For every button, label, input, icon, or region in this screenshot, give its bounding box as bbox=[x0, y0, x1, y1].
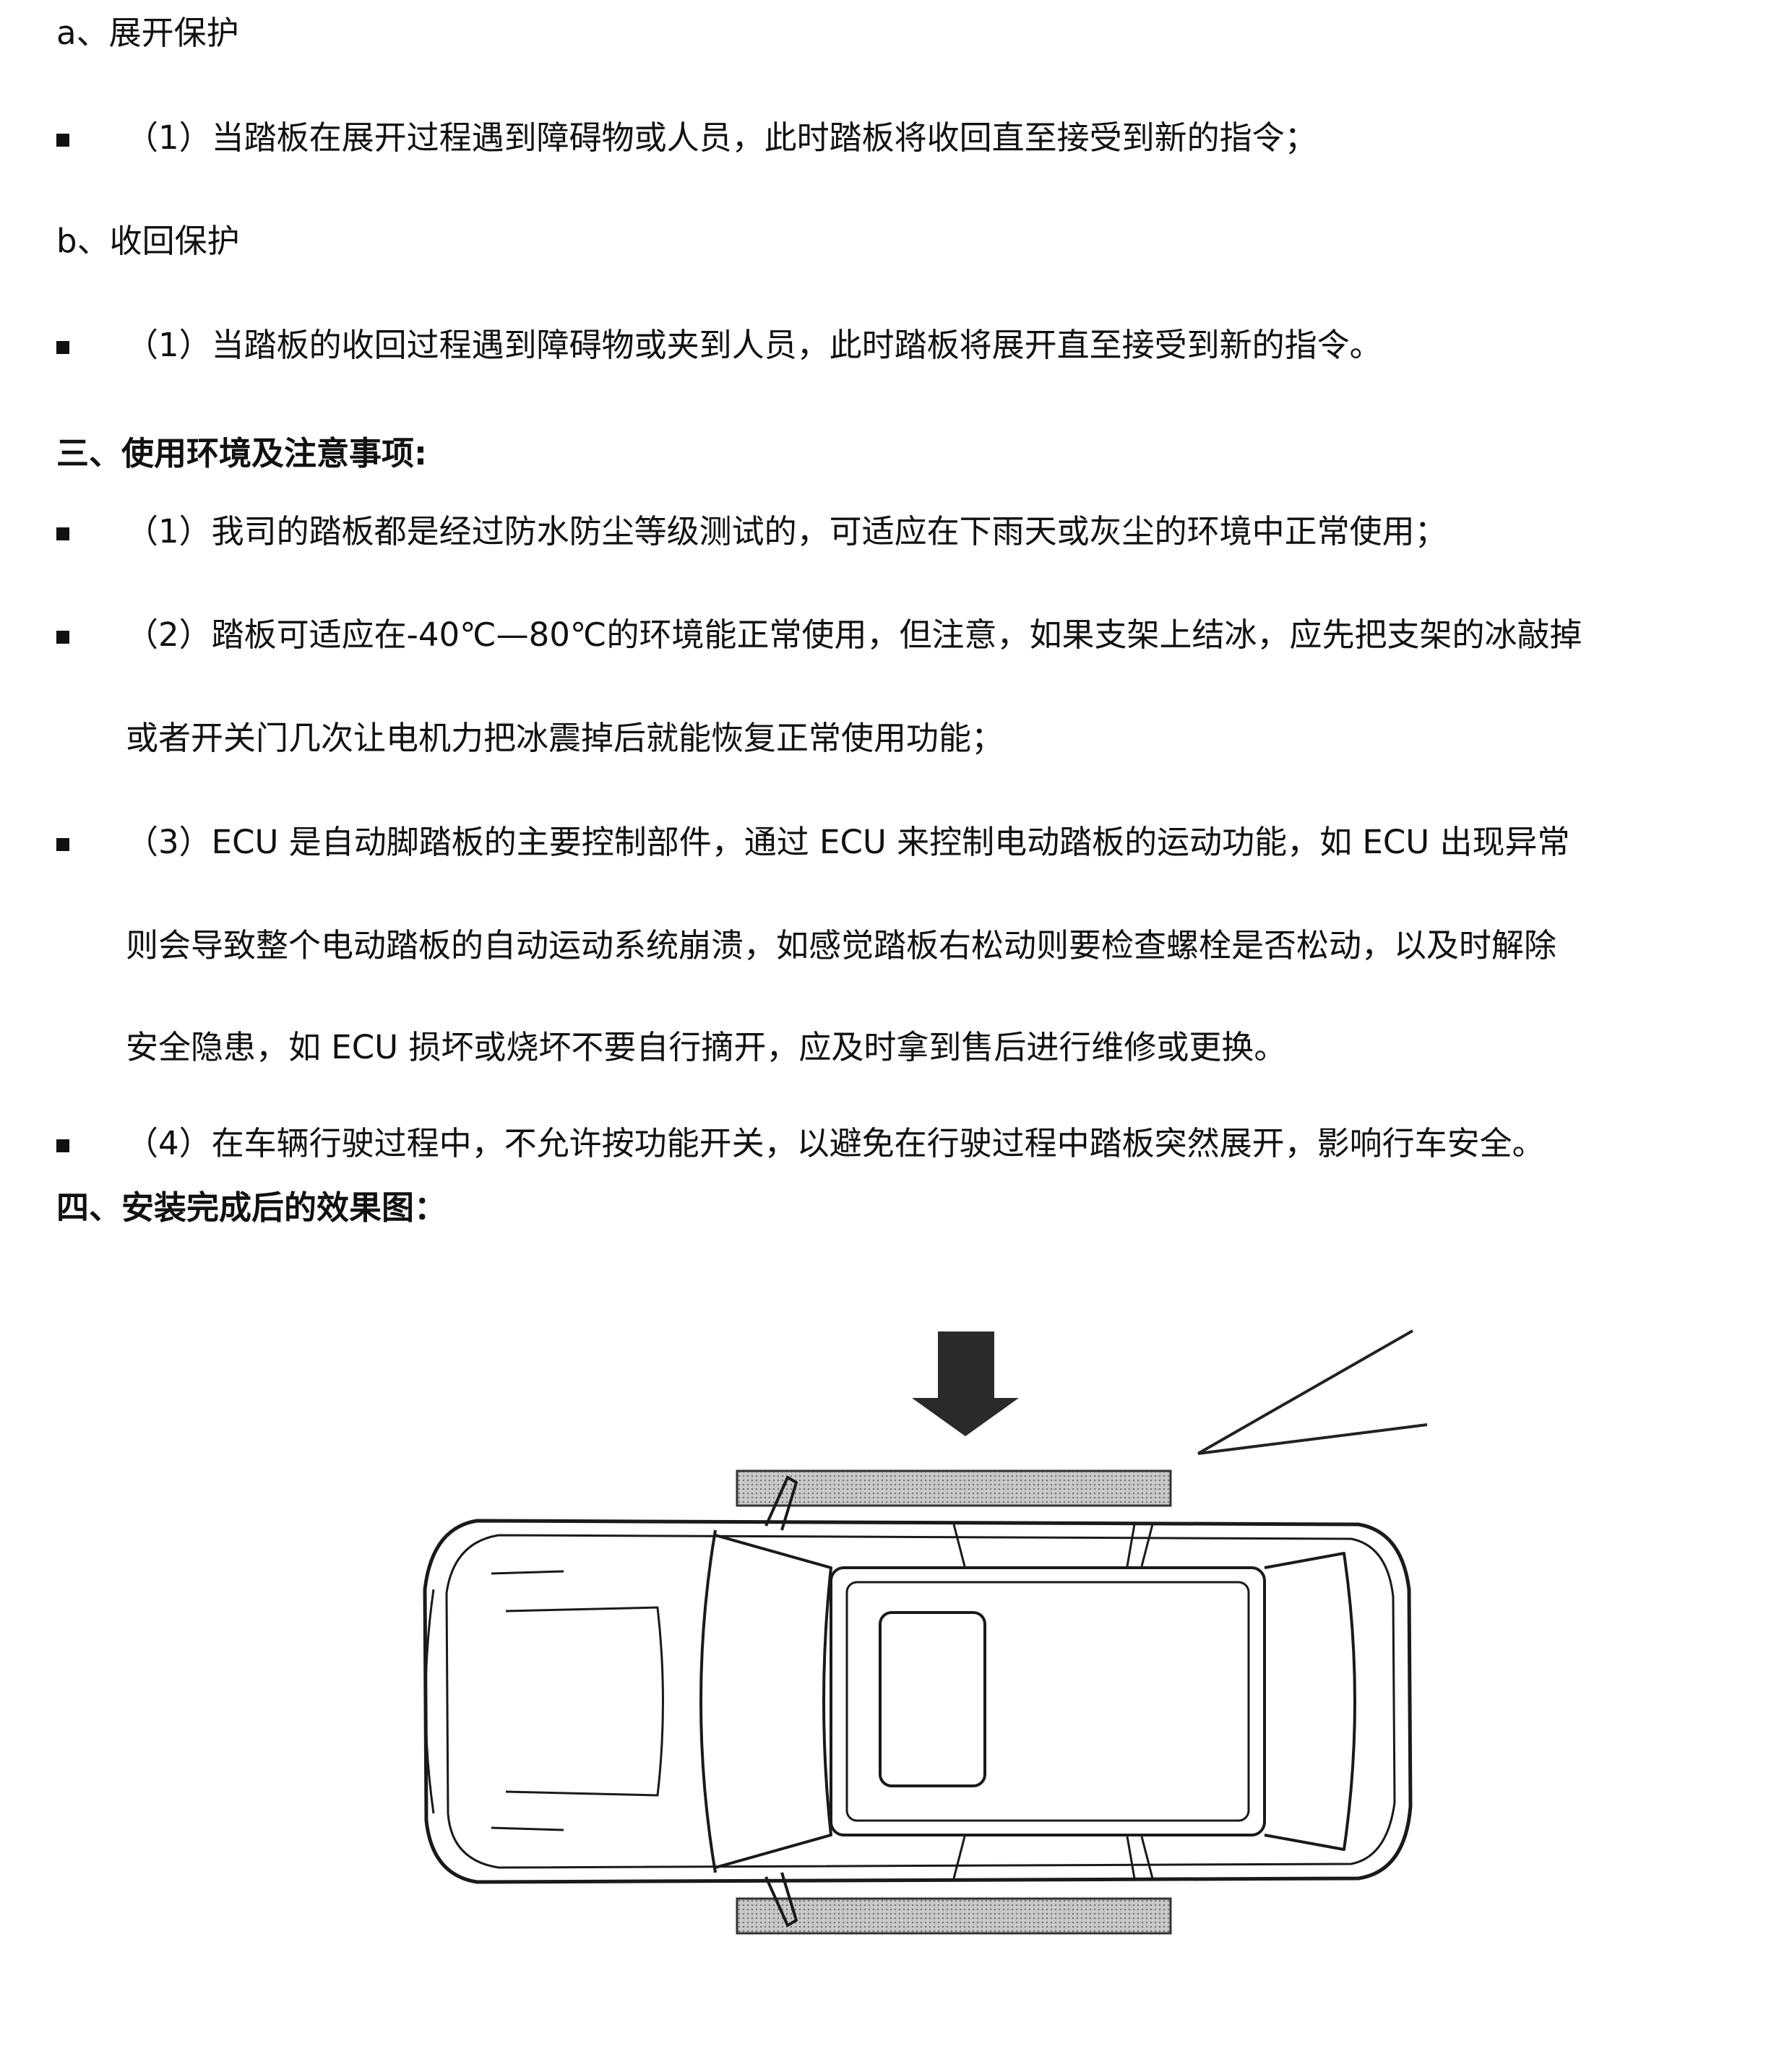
section-3-heading: 三、使用环境及注意事项: bbox=[56, 434, 427, 472]
sensor-beam-icon bbox=[1197, 1329, 1428, 1455]
section-3-item-2-line-1: （2）踏板可适应在-40℃—80℃的环境能正常使用，但注意，如果支架上结冰，应先… bbox=[126, 616, 1582, 654]
running-board-bottom bbox=[736, 1897, 1172, 1935]
bullet-icon bbox=[56, 527, 69, 540]
bullet-icon bbox=[56, 341, 69, 354]
section-3-item-4: （4）在车辆行驶过程中，不允许按功能开关，以避免在行驶过程中踏板突然展开，影响行… bbox=[126, 1124, 1545, 1162]
running-board-top bbox=[736, 1469, 1172, 1507]
section-a-heading: a、展开保护 bbox=[56, 14, 239, 52]
section-3-item-3-line-1: （3）ECU 是自动脚踏板的主要控制部件，通过 ECU 来控制电动踏板的运动功能… bbox=[126, 823, 1570, 861]
section-3-item-2-line-2: 或者开关门几次让电机力把冰震掉后就能恢复正常使用功能； bbox=[126, 719, 1004, 757]
section-3-item-3-line-3: 安全隐患，如 ECU 损坏或烧坏不要自行摘开，应及时拿到售后进行维修或更换。 bbox=[126, 1028, 1287, 1066]
down-arrow-icon bbox=[912, 1331, 1019, 1436]
car-body bbox=[423, 1476, 1413, 1927]
bullet-icon bbox=[56, 1139, 69, 1152]
bullet-icon bbox=[56, 134, 69, 147]
section-3-item-1: （1）我司的踏板都是经过防水防尘等级测试的，可适应在下雨天或灰尘的环境中正常使用… bbox=[126, 512, 1447, 551]
bullet-icon bbox=[56, 838, 69, 851]
section-a-item-1: （1）当踏板在展开过程遇到障碍物或人员，此时踏板将收回直至接受到新的指令； bbox=[126, 118, 1317, 157]
section-b-item-1: （1）当踏板的收回过程遇到障碍物或夹到人员，此时踏板将展开直至接受到新的指令。 bbox=[126, 326, 1382, 364]
section-b-heading: b、收回保护 bbox=[56, 222, 240, 260]
car-top-view-figure bbox=[423, 1329, 1428, 1935]
section-4-heading: 四、安装完成后的效果图： bbox=[56, 1188, 447, 1227]
bullet-icon bbox=[56, 631, 69, 644]
section-3-item-3-line-2: 则会导致整个电动踏板的自动运动系统崩溃，如感觉踏板右松动则要检查螺栓是否松动，以… bbox=[126, 926, 1557, 964]
